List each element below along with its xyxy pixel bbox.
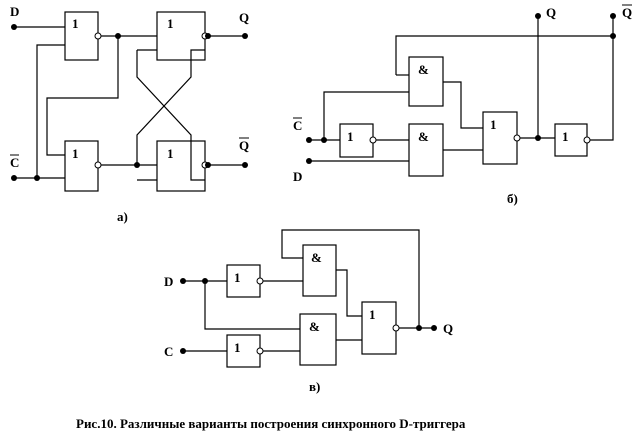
b-inverter-bubble — [583, 136, 591, 144]
a-terminal-q-inv — [242, 162, 248, 168]
c-inverter-bubble — [392, 324, 400, 332]
a-junction — [134, 162, 140, 168]
a-input-d-label: D — [10, 4, 19, 19]
c-terminal-c — [180, 348, 186, 354]
b-terminal-c — [306, 137, 312, 143]
a-sublabel: а) — [117, 209, 128, 224]
a-terminal-q — [242, 33, 248, 39]
b-wire-qinv-feedback — [395, 16, 614, 75]
a-junction — [205, 162, 211, 168]
c-inverter-bottom-label: 1 — [234, 340, 241, 355]
b-inverter-bubble — [513, 134, 521, 142]
a-inverter-bubble — [94, 161, 102, 169]
b-input-c-label: C — [293, 118, 302, 133]
b-wire-qinv-up — [590, 36, 614, 141]
a-gate-bottom-right-label: 1 — [167, 146, 174, 161]
c-junction — [416, 325, 422, 331]
c-or-gate — [361, 301, 397, 355]
a-gate-bottom-left — [64, 140, 99, 192]
figure-caption: Рис.10. Различные варианты построения си… — [76, 416, 466, 431]
a-output-q-label: Q — [239, 10, 249, 25]
c-inverter-top — [226, 264, 261, 298]
c-terminal-d — [180, 278, 186, 284]
b-or-gate-label: 1 — [490, 117, 497, 132]
c-inverter-bubble — [256, 347, 264, 355]
c-wire-feedback — [281, 229, 420, 328]
b-junction — [321, 137, 327, 143]
a-terminal-d — [11, 24, 17, 30]
b-wire-c-to-and-top — [323, 91, 409, 140]
c-wire-and-top-out — [336, 269, 362, 317]
a-gate-top-right — [156, 11, 206, 61]
b-output-q-inv-label: Q — [622, 5, 632, 20]
c-junction — [202, 278, 208, 284]
b-wire-and-top-out — [443, 81, 483, 129]
a-wire-feedback-1 — [136, 49, 205, 165]
a-inverter-bubble — [94, 32, 102, 40]
a-gate-top-left — [64, 11, 99, 61]
c-terminal-q — [431, 325, 437, 331]
b-terminal-d — [306, 158, 312, 164]
a-gate-bottom-left-label: 1 — [72, 146, 79, 161]
c-input-c-label: C — [164, 344, 173, 359]
b-inverter-bubble — [369, 136, 377, 144]
b-output-q-label: Q — [546, 5, 556, 20]
c-inverter-bubble — [256, 277, 264, 285]
c-and-gate-bottom-label: & — [309, 319, 320, 334]
a-input-c-label: C — [10, 155, 19, 170]
b-terminal-q — [535, 13, 541, 19]
c-inverter-bottom — [226, 334, 261, 368]
b-output-inverter — [554, 123, 588, 157]
diagram-a: 1 1 1 1 D C — [10, 4, 249, 224]
b-junction — [610, 33, 616, 39]
c-or-gate-label: 1 — [369, 307, 376, 322]
b-and-gate-top-label: & — [418, 62, 429, 77]
a-junction — [205, 33, 211, 39]
b-output-inverter-label: 1 — [562, 129, 569, 144]
diagram-c: & 1 & 1 1 D C Q в) — [164, 229, 453, 394]
c-and-gate-bottom — [299, 313, 337, 366]
b-and-gate-bottom-label: & — [418, 129, 429, 144]
a-terminal-c — [11, 175, 17, 181]
a-wire-g1-to-g3 — [46, 36, 119, 156]
c-sublabel: в) — [309, 379, 320, 394]
b-inverter-gate — [339, 123, 374, 158]
diagram-b: & 1 & 1 1 C D Q — [293, 4, 632, 206]
c-inverter-top-label: 1 — [234, 270, 241, 285]
a-junction — [115, 33, 121, 39]
c-input-d-label: D — [164, 274, 173, 289]
c-and-gate-top-label: & — [311, 250, 322, 265]
b-and-gate-bottom — [408, 123, 444, 177]
a-gate-top-left-label: 1 — [72, 16, 79, 31]
a-junction — [34, 175, 40, 181]
c-wire-d-to-and-bottom — [204, 281, 300, 330]
a-gate-bottom-right — [156, 140, 206, 192]
b-inverter-gate-label: 1 — [347, 129, 354, 144]
b-junction — [535, 135, 541, 141]
b-or-gate — [482, 111, 518, 165]
a-wire-feedback-2 — [136, 50, 205, 181]
c-output-q-label: Q — [443, 321, 453, 336]
b-input-d-label: D — [293, 169, 302, 184]
b-terminal-q-inv — [610, 13, 616, 19]
a-wire-c-to-g1 — [36, 44, 65, 178]
a-gate-top-right-label: 1 — [167, 16, 174, 31]
a-output-q-inv-label: Q — [239, 138, 249, 153]
b-sublabel: б) — [507, 191, 518, 206]
b-and-gate-top — [408, 56, 444, 107]
